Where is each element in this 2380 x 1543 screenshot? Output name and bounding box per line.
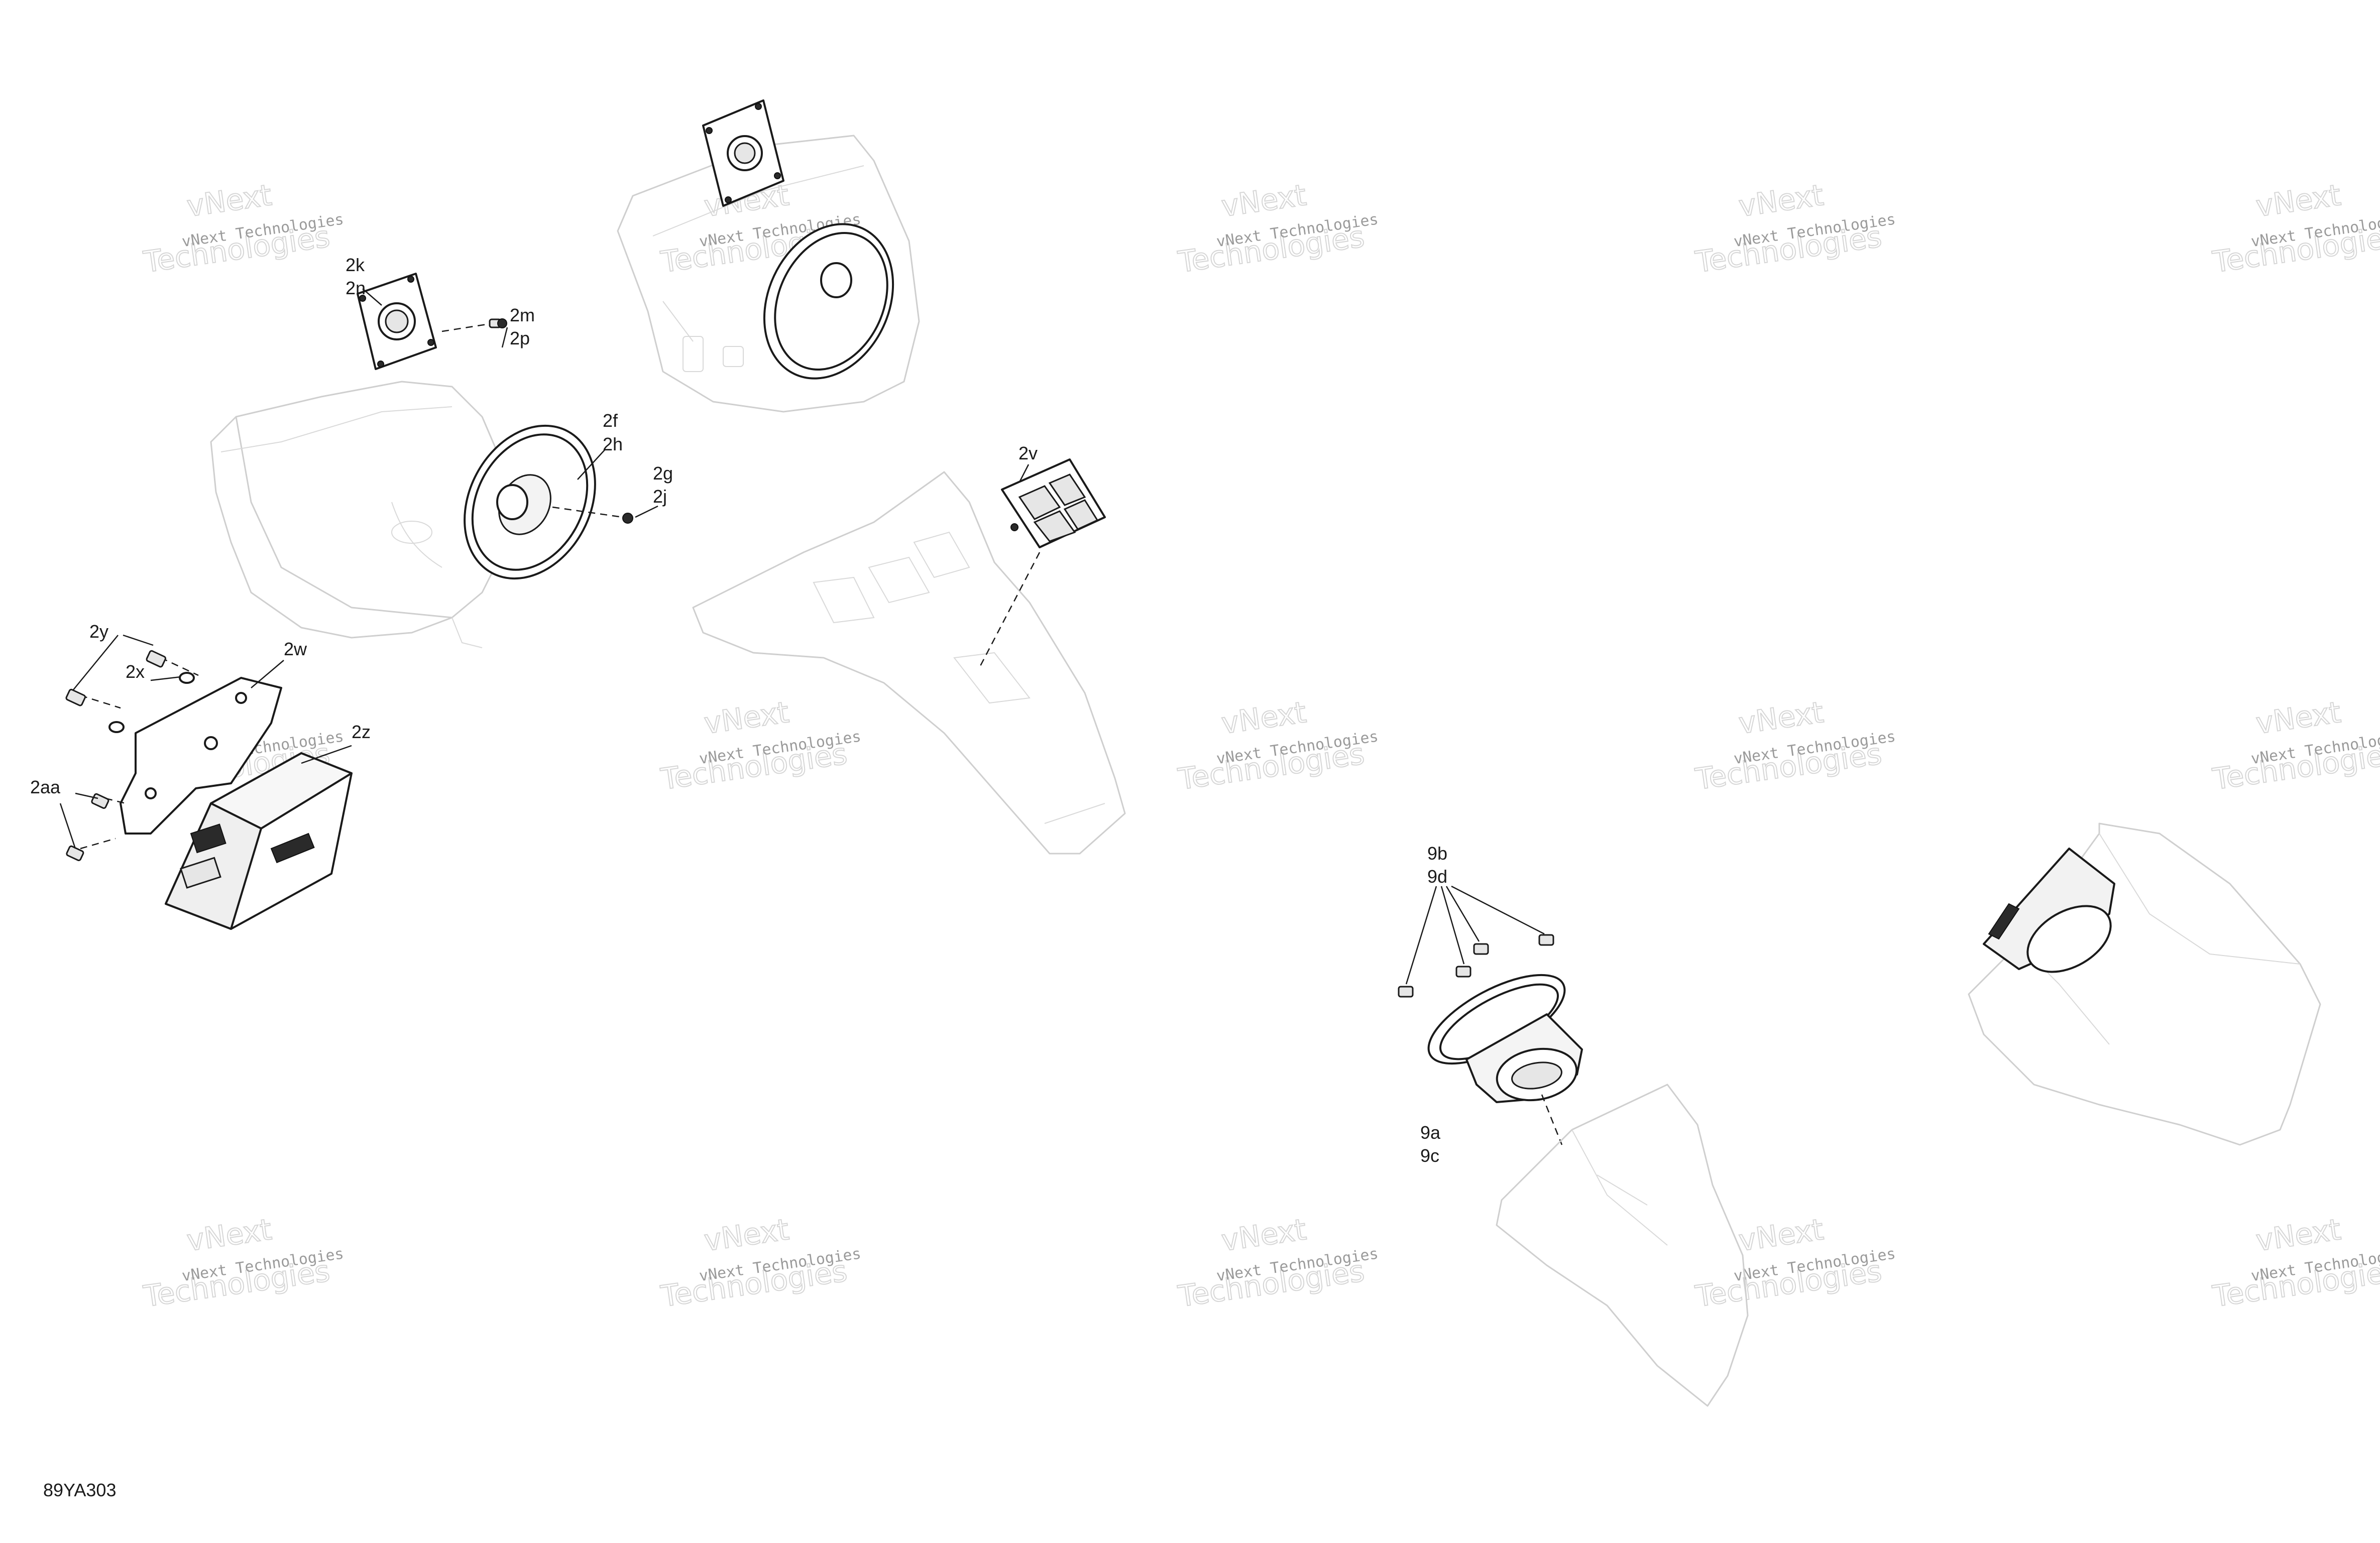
center-tweeter <box>702 99 784 207</box>
callout-9a: 9a <box>1420 1122 1441 1143</box>
watermark-stamp: vNext <box>702 1212 791 1258</box>
callout-2h: 2h <box>603 434 623 454</box>
callout-2g: 2g <box>653 463 673 484</box>
left-speaker-enclosure <box>210 381 508 648</box>
callout-2m-2p: 2m 2p <box>510 305 535 348</box>
amplifier-bracket <box>120 677 282 835</box>
watermark-stamp: vNext <box>702 695 791 741</box>
watermark-stamp: vNext <box>2254 1212 2343 1258</box>
center-speaker-enclosure <box>617 135 920 413</box>
center-woofer <box>763 223 894 380</box>
callout-2aa: 2aa <box>30 777 61 797</box>
rear-speaker-screws <box>1398 885 1554 998</box>
callout-9a-9c: 9a 9c <box>1420 1122 1441 1166</box>
watermark-stamp: vNext <box>1737 695 1826 741</box>
rear-speaker-driver <box>1427 974 1583 1103</box>
far-right-enclosure <box>1968 822 2321 1146</box>
callout-leaders <box>59 288 1030 849</box>
left-tweeter-screw <box>441 318 507 332</box>
callout-9d: 9d <box>1427 866 1447 887</box>
left-tweeter <box>357 273 437 370</box>
watermark-stamp: vNext <box>1219 178 1308 223</box>
watermark-stamp: vNext <box>2254 695 2343 741</box>
amplifier-module <box>165 752 353 930</box>
control-pad-leader <box>978 552 1041 668</box>
rear-side-panel <box>1496 1084 1749 1407</box>
diagram-code: 89YA303 <box>43 1480 116 1500</box>
callout-2f-2h: 2f 2h <box>603 410 623 454</box>
watermark-stamp: vNext <box>185 178 274 223</box>
watermark-stamp: vNext <box>1737 178 1826 223</box>
callout-2n: 2n <box>346 278 366 298</box>
callout-2w: 2w <box>284 639 307 659</box>
callout-2g-2j: 2g 2j <box>653 463 673 507</box>
bracket-bolts <box>65 650 199 861</box>
rear-speaker-centerline <box>1541 1094 1563 1145</box>
far-right-speaker <box>1983 848 2115 973</box>
control-pad <box>1001 458 1106 548</box>
callout-2k: 2k <box>346 255 365 275</box>
callout-9c: 9c <box>1420 1145 1439 1166</box>
callout-2j: 2j <box>653 486 667 507</box>
callout-2z: 2z <box>352 722 371 742</box>
callout-2x: 2x <box>126 661 145 682</box>
callout-2m: 2m <box>510 305 535 325</box>
left-woofer <box>464 424 596 580</box>
callout-2p: 2p <box>510 328 530 348</box>
callout-9b-9d: 9b 9d <box>1427 843 1447 887</box>
callout-2v: 2v <box>1018 443 1038 463</box>
callout-2f: 2f <box>603 410 618 431</box>
left-woofer-screw <box>552 506 633 524</box>
watermark-stamp: vNext <box>2254 178 2343 223</box>
callout-2k-2n: 2k 2n <box>346 255 366 298</box>
center-console <box>692 471 1126 855</box>
watermark-stamp: vNext <box>1737 1212 1826 1258</box>
watermark-stamp: vNext <box>185 1212 274 1258</box>
watermark-stamp: vNext <box>1219 695 1308 741</box>
callout-9b: 9b <box>1427 843 1447 864</box>
watermark-stamp: vNext <box>1219 1212 1308 1258</box>
callout-2y: 2y <box>89 621 108 642</box>
